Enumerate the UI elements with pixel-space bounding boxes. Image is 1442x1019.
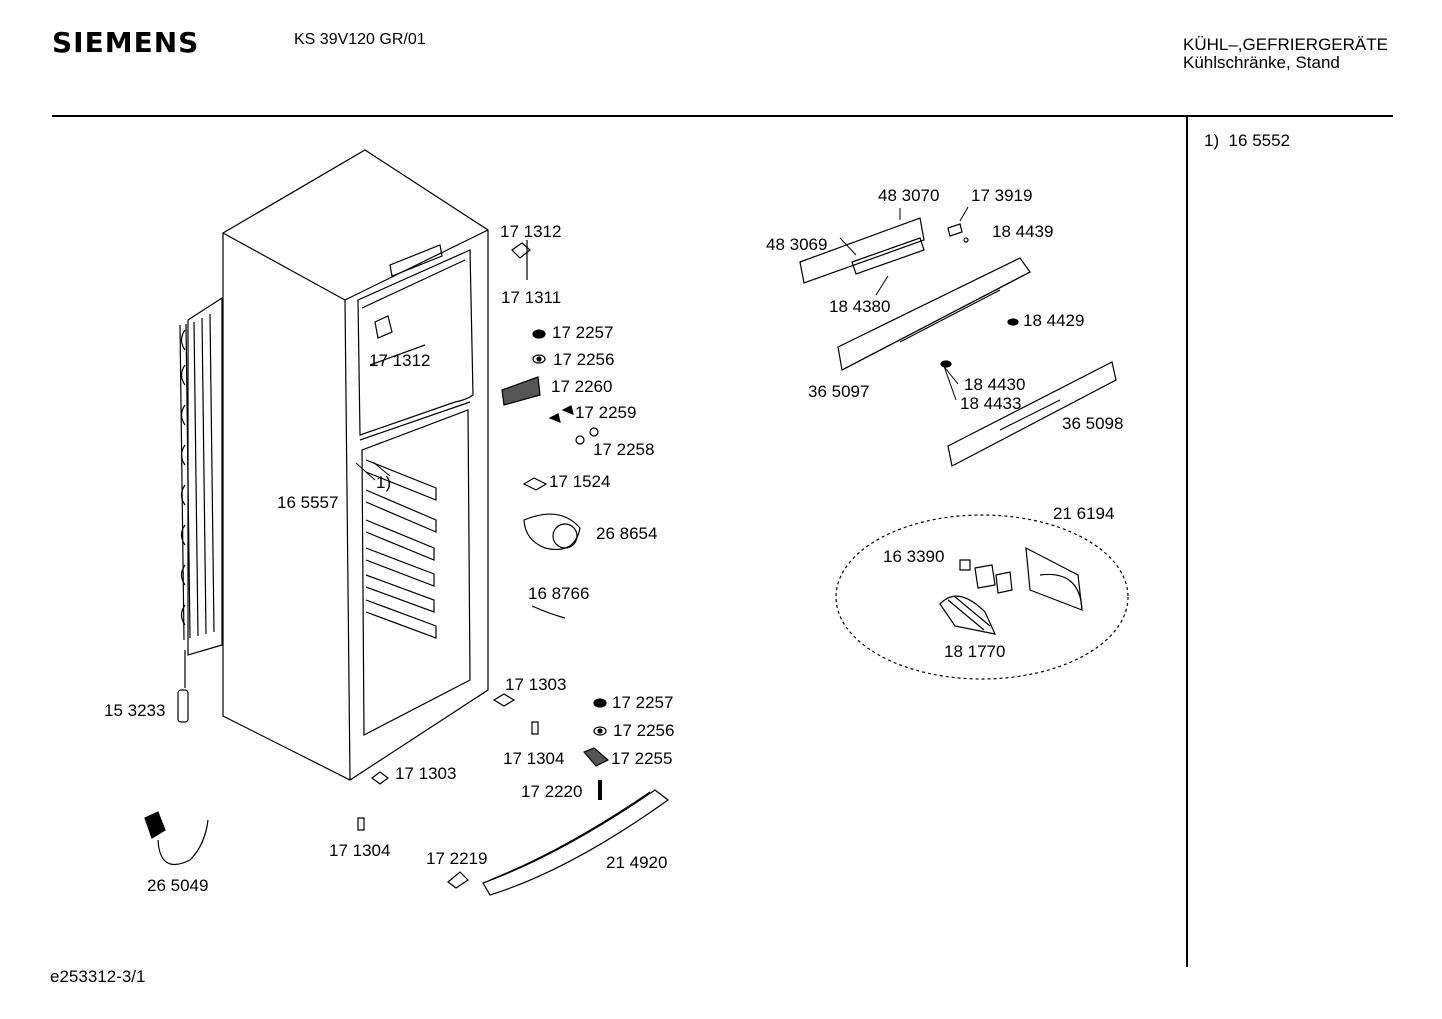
footnote-ref-1: 1) xyxy=(376,473,392,492)
part-label-171303-lower: 17 1303 xyxy=(395,764,457,783)
part-label-171303-upper: 17 1303 xyxy=(505,675,567,694)
part-label-172257-lower: 17 2257 xyxy=(612,693,674,712)
upper-hinge-parts xyxy=(374,240,599,619)
brand-logo: SIEMENS xyxy=(52,26,200,59)
part-label-172256-upper: 17 2256 xyxy=(553,350,615,369)
part-label-172258: 17 2258 xyxy=(593,440,655,459)
category-line-2: Kühlschränke, Stand xyxy=(1183,53,1340,72)
part-label-171312-cabinet: 17 1312 xyxy=(369,351,431,370)
part-label-172219: 17 2219 xyxy=(426,849,488,868)
control-panel-assembly xyxy=(799,217,1117,467)
part-label-184433: 18 4433 xyxy=(960,394,1022,413)
part-label-173919: 17 3919 xyxy=(971,186,1033,205)
part-label-153233: 15 3233 xyxy=(104,701,166,720)
part-label-172220: 17 2220 xyxy=(521,782,583,801)
part-label-184380: 18 4380 xyxy=(829,297,891,316)
part-label-268654: 26 8654 xyxy=(596,524,658,543)
part-label-365098: 36 5098 xyxy=(1062,414,1124,433)
fridge-cabinet xyxy=(222,149,489,781)
part-label-163390: 16 3390 xyxy=(883,547,945,566)
part-label-483070: 48 3070 xyxy=(878,186,940,205)
part-label-172255: 17 2255 xyxy=(611,749,673,768)
part-label-172260: 17 2260 xyxy=(551,377,613,396)
footnote-1: 1) 16 5552 xyxy=(1204,131,1291,150)
power-cord xyxy=(144,811,209,865)
part-label-184429: 18 4429 xyxy=(1023,311,1085,330)
leader-lines xyxy=(355,206,969,481)
lamp-assembly xyxy=(835,514,1129,680)
footer-code: e253312-3/1 xyxy=(50,967,146,986)
condenser-coil xyxy=(177,296,223,723)
part-label-171304-lower: 17 1304 xyxy=(329,841,391,860)
part-label-171311: 17 1311 xyxy=(501,288,562,307)
lower-hinge-parts xyxy=(357,693,610,831)
door-handle xyxy=(447,789,670,896)
part-label-483069: 48 3069 xyxy=(766,235,828,254)
part-label-171312-upper: 17 1312 xyxy=(500,222,562,241)
part-label-265049: 26 5049 xyxy=(147,876,209,895)
part-label-168766: 16 8766 xyxy=(528,584,590,603)
part-label-171524: 17 1524 xyxy=(549,472,611,491)
part-label-181770: 18 1770 xyxy=(944,642,1006,661)
part-label-165557: 16 5557 xyxy=(277,493,339,512)
category-line-1: KÜHL–,GEFRIERGERÄTE xyxy=(1183,35,1388,54)
part-label-172257-upper: 17 2257 xyxy=(552,323,614,342)
part-label-184439: 18 4439 xyxy=(992,222,1054,241)
part-label-172259: 17 2259 xyxy=(575,403,637,422)
part-label-216194: 21 6194 xyxy=(1053,504,1115,523)
model-number: KS 39V120 GR/01 xyxy=(294,31,426,48)
part-label-184430: 18 4430 xyxy=(964,375,1026,394)
part-label-171304-upper: 17 1304 xyxy=(503,749,565,768)
part-label-365097: 36 5097 xyxy=(808,382,870,401)
part-label-214920: 21 4920 xyxy=(606,853,668,872)
part-label-172256-lower: 17 2256 xyxy=(613,721,675,740)
